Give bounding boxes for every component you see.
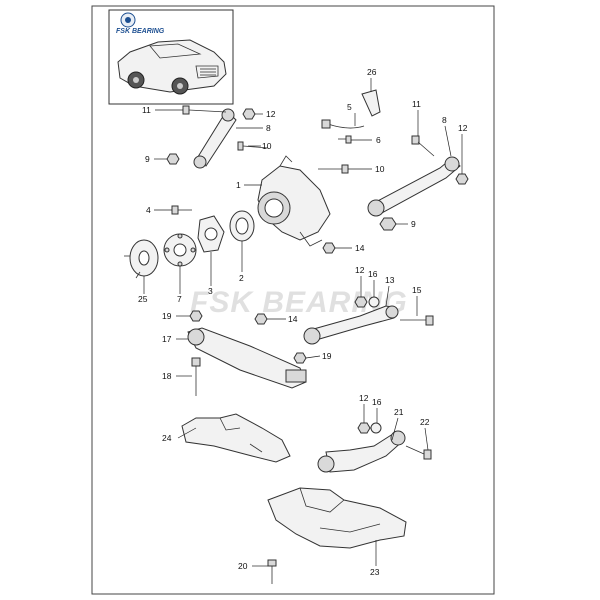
callout-8-left: 8 [266, 123, 271, 133]
callout-16-lower: 16 [372, 397, 382, 407]
bolt-22 [405, 445, 432, 460]
callout-7: 7 [177, 294, 182, 304]
nut-12-left [242, 108, 256, 120]
bolt-11-left [182, 105, 227, 115]
drive-flange [124, 239, 159, 279]
washer-16-toe [368, 296, 380, 308]
callout-16-toe: 16 [368, 269, 378, 279]
upper-link-right [367, 156, 461, 217]
bracket-26 [361, 89, 381, 117]
callout-10-left: 10 [262, 141, 272, 151]
callout-2: 2 [239, 273, 244, 283]
wheel-hub [163, 233, 197, 267]
leader-lines [143, 78, 463, 567]
bolt-10-right [318, 164, 349, 174]
nut-12-lower [357, 422, 371, 434]
callout-19-left: 19 [162, 311, 172, 321]
nut-14-lower [254, 313, 268, 325]
callout-9-left: 9 [145, 154, 150, 164]
nut-12-right [455, 173, 469, 185]
callout-11-left: 11 [142, 105, 151, 115]
brake-shield [197, 215, 225, 253]
nut-9-right [379, 217, 397, 231]
nut-14-upper [322, 242, 336, 254]
abs-sensor [321, 119, 365, 129]
nut-12-toe [354, 296, 368, 308]
cover-plate-23 [267, 487, 407, 549]
callout-14-lower: 14 [288, 314, 298, 324]
callout-15: 15 [412, 285, 422, 295]
lower-control-arm [187, 327, 307, 389]
bolt-10-left [237, 141, 269, 151]
bolt-15 [400, 315, 434, 326]
wheel-bearing [229, 210, 255, 242]
callout-9-right: 9 [411, 219, 416, 229]
washer-16-lower [370, 422, 382, 434]
callout-5: 5 [347, 102, 352, 112]
callout-21: 21 [394, 407, 404, 417]
logo-text: FSK BEARING [116, 28, 165, 35]
callout-12-left: 12 [266, 109, 276, 119]
callout-25: 25 [138, 294, 148, 304]
callout-3: 3 [208, 286, 213, 296]
callout-19-right: 19 [322, 351, 332, 361]
callout-17: 17 [162, 334, 172, 344]
callout-20: 20 [238, 561, 248, 571]
outer-border [91, 5, 495, 595]
toe-link [303, 305, 399, 345]
bracket-24 [181, 413, 291, 463]
nut-19-left [189, 310, 203, 322]
bolt-4 [171, 205, 192, 215]
callout-24: 24 [162, 433, 172, 443]
callout-12-lower: 12 [359, 393, 369, 403]
callout-4: 4 [146, 205, 151, 215]
callout-12-right: 12 [458, 123, 468, 133]
callout-13: 13 [385, 275, 395, 285]
callout-18: 18 [162, 371, 172, 381]
callout-1: 1 [236, 180, 241, 190]
nut-19-right [293, 352, 307, 364]
bolt-18 [191, 357, 201, 396]
nut-9-left [166, 153, 180, 165]
car-thumbnail: FSK BEARING [108, 9, 234, 105]
callout-12-toe: 12 [355, 265, 365, 275]
callout-10-right: 10 [375, 164, 385, 174]
callout-8-right: 8 [442, 115, 447, 125]
callout-26: 26 [367, 67, 377, 77]
lower-link-21 [317, 430, 406, 473]
brand-logo: FSK BEARING [116, 12, 165, 35]
callout-6: 6 [376, 135, 381, 145]
callout-23: 23 [370, 567, 380, 577]
callout-11-right: 11 [412, 99, 421, 109]
bolt-11-right [411, 135, 435, 157]
bolt-20 [267, 559, 277, 584]
callout-14-upper: 14 [355, 243, 365, 253]
bolt-6 [338, 135, 352, 144]
callout-labels: 11 12 8 9 10 1 4 2 3 7 25 26 5 6 10 11 8… [138, 67, 468, 577]
upper-link-left [193, 108, 237, 169]
callout-22: 22 [420, 417, 430, 427]
wheel-carrier [257, 155, 331, 247]
